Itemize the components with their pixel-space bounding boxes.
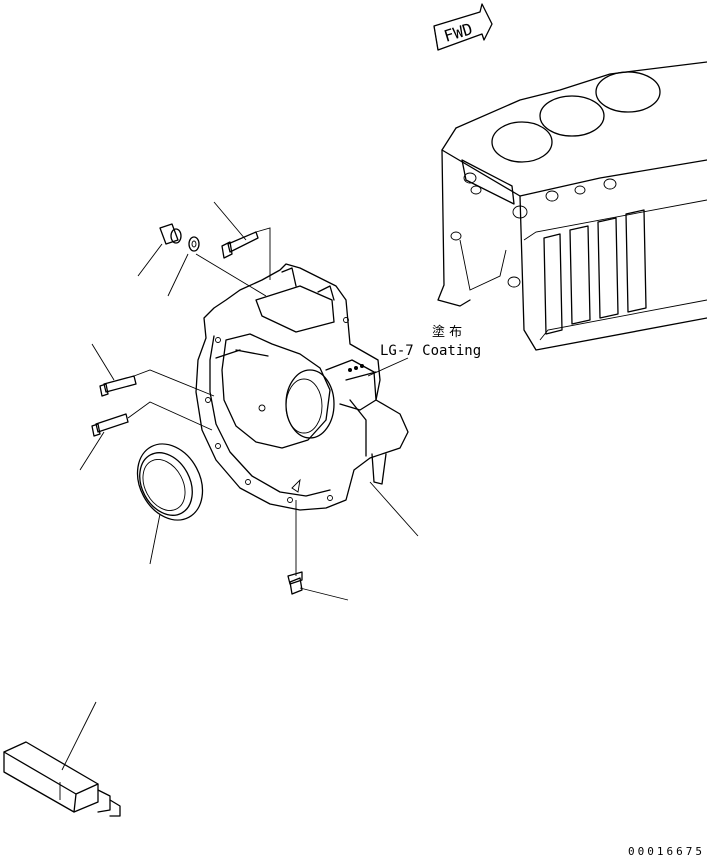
coating-japanese-label: 塗 布 [432, 324, 462, 340]
fwd-arrow-icon: FWD [433, 3, 493, 51]
left-bolt-lower [91, 413, 129, 437]
installation-tool [3, 741, 121, 817]
plug-fitting [159, 223, 182, 245]
cylinder-block [437, 61, 707, 351]
upper-bolt [221, 231, 259, 259]
coating-english-label: LG-7 Coating [380, 343, 481, 359]
left-bolt-upper [99, 375, 137, 397]
drain-plug [287, 571, 303, 595]
washer [188, 236, 200, 252]
flywheel-housing [195, 263, 409, 511]
leader-lines [61, 201, 419, 771]
drawing-number: 00016675 [628, 845, 705, 858]
oil-seal [136, 443, 204, 521]
fwd-label: FWD [442, 19, 475, 46]
